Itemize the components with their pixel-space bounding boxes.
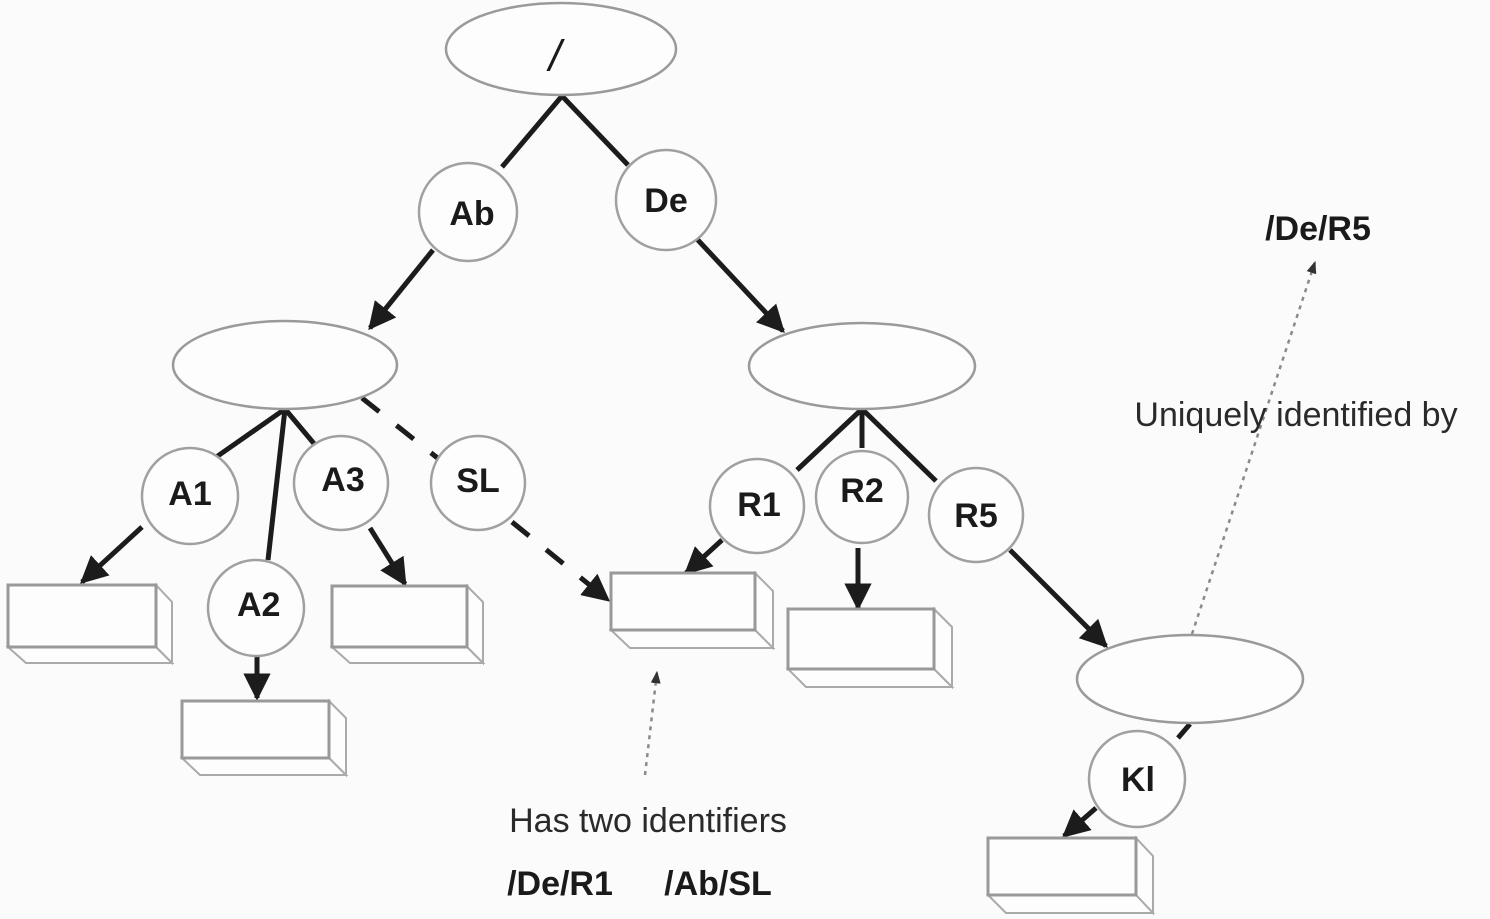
label-de: De (614, 148, 718, 252)
label-a2: A2 (206, 558, 306, 658)
svg-text:De: De (644, 182, 687, 220)
edge-dirde-r5 (860, 407, 938, 483)
svg-text:Ab: Ab (449, 195, 494, 233)
svg-text:R2: R2 (840, 472, 883, 510)
edge-sl-shared (510, 520, 611, 602)
unique-annotation: Uniquely identified by (1134, 396, 1457, 434)
edge-dirab-a3 (283, 407, 318, 448)
label-a3: A3 (292, 434, 390, 532)
label-kl: Kl (1087, 729, 1187, 829)
unique-identifier: /De/R5 (1265, 210, 1371, 248)
directory-de (747, 321, 977, 411)
file-a1 (5, 582, 175, 666)
svg-text:A1: A1 (168, 475, 211, 513)
shared-annotation: Has two identifiers (509, 802, 787, 840)
edge-de-dir (694, 236, 785, 334)
directory-root: / (444, 1, 678, 97)
shared-identifier-1: /De/R1 (507, 865, 613, 903)
edge-r5-dir (1008, 548, 1108, 648)
edge-dirab-a2 (265, 408, 288, 561)
pointer-shared (643, 670, 661, 776)
edge-dirab-sl (360, 396, 442, 462)
root-label: / (546, 32, 565, 81)
label-r2: R2 (814, 449, 910, 545)
svg-text:R1: R1 (737, 486, 780, 524)
svg-text:A2: A2 (237, 586, 280, 624)
edge-root-ab (500, 94, 564, 169)
edge-ab-dir (368, 248, 435, 331)
pointer-unique (1190, 260, 1317, 635)
label-ab: Ab (417, 161, 519, 263)
label-r1: R1 (708, 457, 806, 555)
edge-a1-file (79, 525, 144, 584)
svg-text:R5: R5 (954, 497, 997, 535)
file-a2 (179, 698, 349, 778)
directory-ab (171, 319, 399, 411)
file-kl (985, 835, 1156, 916)
edge-kl-file (1061, 806, 1098, 838)
directory-r5 (1075, 633, 1305, 725)
label-sl: SL (429, 434, 527, 532)
svg-text:SL: SL (456, 462, 499, 500)
edge-dirab-a1 (210, 406, 287, 463)
file-shared (608, 570, 776, 651)
file-r2 (785, 606, 955, 690)
edge-r1-shared (683, 538, 724, 575)
edge-root-de (560, 94, 630, 167)
file-a3 (329, 583, 486, 666)
svg-text:Kl: Kl (1121, 761, 1155, 799)
edge-dirde-r1 (795, 407, 864, 472)
label-a1: A1 (140, 446, 240, 546)
svg-text:A3: A3 (321, 461, 364, 499)
edge-dirr5-kl (1176, 722, 1192, 740)
label-r5: R5 (927, 466, 1025, 564)
shared-identifier-2: /Ab/SL (664, 865, 772, 903)
edge-a3-file (367, 526, 408, 587)
